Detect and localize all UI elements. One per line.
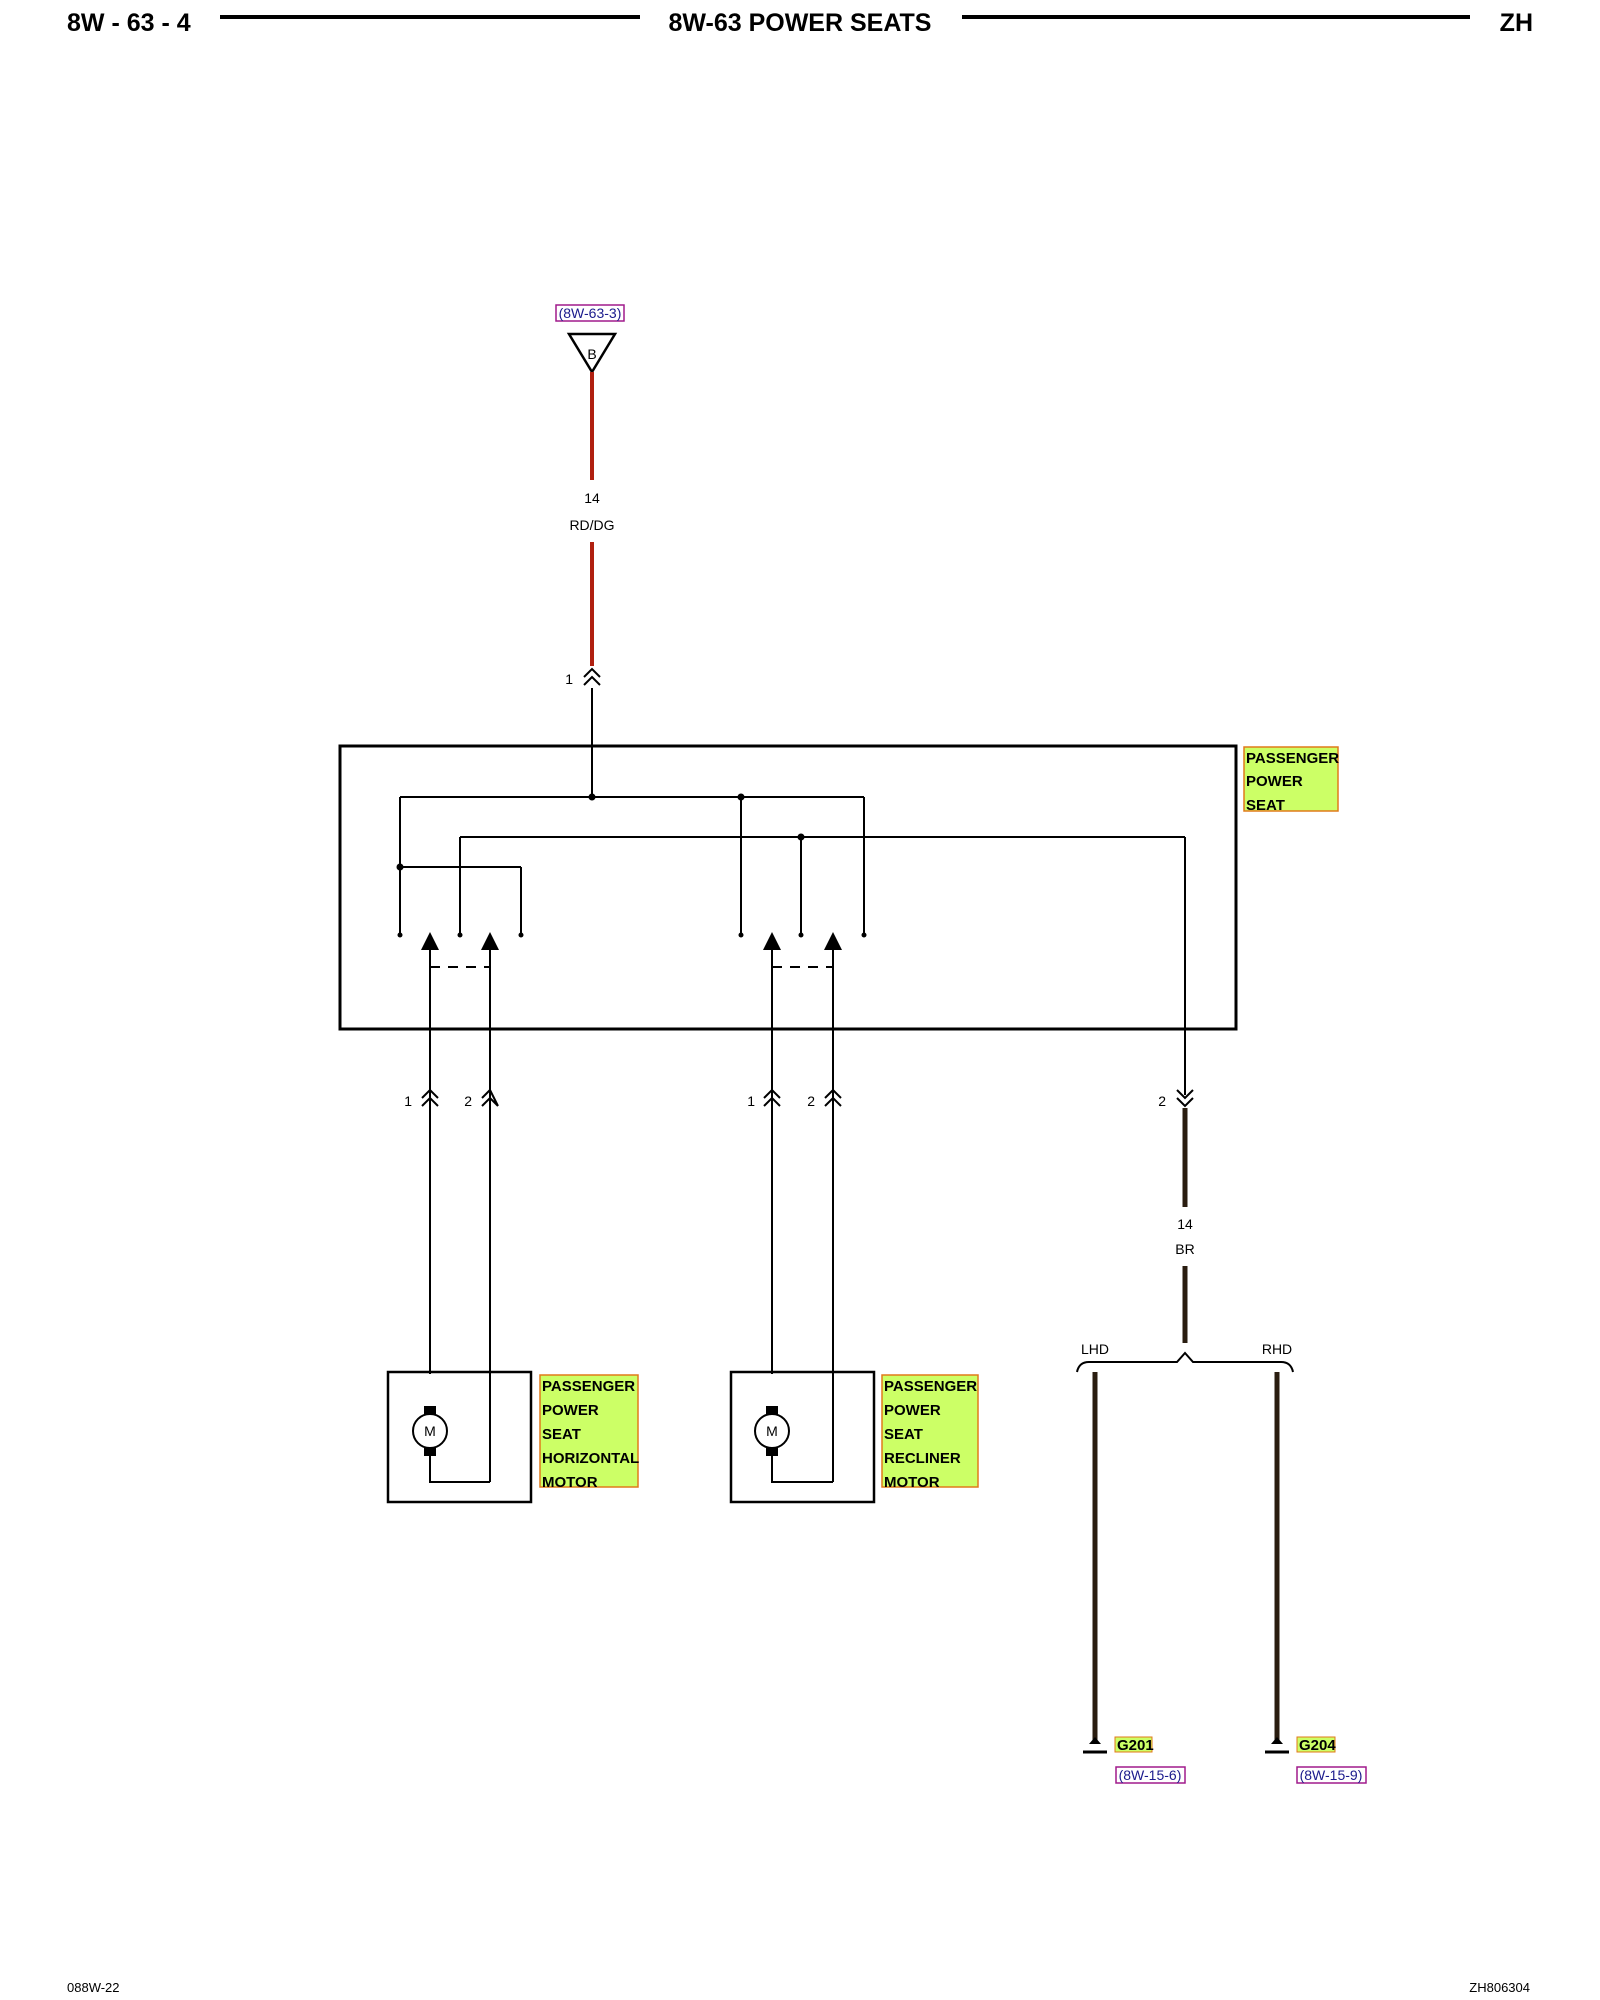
horizontal-label-box: [539, 1374, 639, 1488]
lhd-rhd-split: [1076, 1351, 1294, 1373]
recliner-motor-return: [771, 1456, 833, 1483]
connector-b[interactable]: (8W-63-3) B: [555, 304, 625, 375]
recliner-switch[interactable]: [763, 932, 842, 968]
horizontal-motor-return: [429, 1456, 490, 1483]
recliner-motor-symbol: [754, 1413, 790, 1449]
recliner-switch-contact-1: [763, 932, 781, 950]
page-number: 8W - 63 - 4: [67, 9, 191, 37]
internal-wiring: [399, 796, 1186, 1095]
recliner-pin-1-connector: [763, 1088, 781, 1107]
g204-reference[interactable]: (8W-15-9): [1300, 1767, 1363, 1783]
horizontal-pin-1-connector: [421, 1088, 439, 1107]
model-code: ZH: [1500, 9, 1533, 37]
recliner-label-line-2: POWER: [884, 1402, 941, 1419]
seat-label-line-1: PASSENGER: [1246, 750, 1339, 767]
horizontal-label-line-4: HORIZONTAL: [542, 1450, 639, 1467]
recliner-motor-circuit[interactable]: 1 2 M PASSENGER POWER SEAT RECLINER MOTO…: [729, 950, 979, 1504]
recliner-switch-contact-2: [824, 932, 842, 950]
recliner-label-box: [881, 1374, 979, 1488]
recliner-pin-2-label: 2: [807, 1093, 815, 1109]
horizontal-switch-contact-1: [421, 932, 439, 950]
horizontal-label-line-3: SEAT: [542, 1426, 581, 1443]
g201-ground-arrow: [1089, 1737, 1101, 1744]
g204-ref-box: [1296, 1766, 1367, 1784]
splice-dots: [396, 793, 867, 938]
recliner-motor-box: [729, 1370, 876, 1504]
ground-wire-connector: [1176, 1089, 1194, 1108]
ground-wire-gauge: 14: [1177, 1216, 1193, 1232]
power-wire[interactable]: 14 RD/DG 1: [565, 372, 615, 687]
g204-name: G204: [1299, 1737, 1336, 1754]
passenger-power-seat-label: PASSENGER POWER SEAT: [1243, 746, 1339, 814]
horizontal-pin-2-label: 2: [464, 1093, 472, 1109]
horizontal-label-line-5: MOTOR: [542, 1474, 598, 1491]
power-wire-connector: [583, 667, 601, 686]
ground-wire-pin: 2: [1158, 1093, 1166, 1109]
horizontal-pin-2-connector: [481, 1088, 499, 1107]
horizontal-label-line-1: PASSENGER: [542, 1378, 635, 1395]
power-wire-color-code: RD/DG: [569, 517, 614, 533]
power-wire-gauge: 14: [584, 490, 600, 506]
split-right-label: RHD: [1262, 1341, 1292, 1357]
page-footer: 088W-22 ZH806304: [67, 1980, 1530, 1995]
passenger-power-seat-module[interactable]: PASSENGER POWER SEAT: [338, 688, 1339, 1095]
horizontal-pin-1-label: 1: [404, 1093, 412, 1109]
g201-label-box: [1114, 1736, 1153, 1753]
ground-wire-color-code: BR: [1175, 1241, 1194, 1257]
seat-module-box: [338, 744, 1238, 1031]
recliner-pin-1-label: 1: [747, 1093, 755, 1109]
horizontal-motor-circuit[interactable]: 1 2 M PASSENGER POWER SEAT HORIZONTAL MO…: [386, 950, 639, 1504]
ground-g201[interactable]: G201 (8W-15-6): [1083, 1736, 1186, 1784]
recliner-motor-brush-top: [766, 1406, 778, 1416]
seat-label-line-3: SEAT: [1246, 797, 1285, 814]
horizontal-motor-brush-bottom: [424, 1446, 436, 1456]
ground-wire[interactable]: 2 14 BR LHD RHD: [1076, 1089, 1294, 1740]
horizontal-motor-label: PASSENGER POWER SEAT HORIZONTAL MOTOR: [539, 1374, 639, 1491]
recliner-motor-label: PASSENGER POWER SEAT RECLINER MOTOR: [881, 1374, 979, 1491]
connector-b-triangle: [566, 332, 618, 375]
horizontal-motor-box: [386, 1370, 533, 1504]
horizontal-motor-symbol: [412, 1413, 448, 1449]
g201-name: G201: [1117, 1737, 1154, 1754]
connector-b-ref-box: [555, 304, 625, 322]
recliner-motor-brush-bottom: [766, 1446, 778, 1456]
recliner-label-line-1: PASSENGER: [884, 1378, 977, 1395]
horizontal-switch-contact-2: [481, 932, 499, 950]
recliner-label-line-3: SEAT: [884, 1426, 923, 1443]
g201-ref-box: [1115, 1766, 1186, 1784]
g201-reference[interactable]: (8W-15-6): [1119, 1767, 1182, 1783]
horizontal-motor-letter: M: [424, 1423, 436, 1439]
footer-left-code: 088W-22: [67, 1980, 120, 1995]
seat-label-box: [1243, 746, 1339, 812]
page-title: 8W-63 POWER SEATS: [669, 9, 932, 37]
horizontal-motor-brush-top: [424, 1406, 436, 1416]
power-wire-pin: 1: [565, 671, 573, 687]
connector-b-letter: B: [587, 346, 596, 362]
g204-label-box: [1296, 1736, 1336, 1753]
g204-ground-arrow: [1271, 1737, 1283, 1744]
page-header: 8W - 63 - 4 8W-63 POWER SEATS ZH: [67, 9, 1533, 37]
footer-right-code: ZH806304: [1469, 1980, 1530, 1995]
recliner-label-line-4: RECLINER: [884, 1450, 961, 1467]
connector-b-reference[interactable]: (8W-63-3): [559, 305, 622, 321]
ground-g204[interactable]: G204 (8W-15-9): [1265, 1736, 1367, 1784]
split-left-label: LHD: [1081, 1341, 1109, 1357]
seat-label-line-2: POWER: [1246, 773, 1303, 790]
horizontal-label-line-2: POWER: [542, 1402, 599, 1419]
recliner-motor-letter: M: [766, 1423, 778, 1439]
recliner-label-line-5: MOTOR: [884, 1474, 940, 1491]
horizontal-switch[interactable]: [421, 932, 499, 968]
recliner-pin-2-connector: [824, 1088, 842, 1107]
